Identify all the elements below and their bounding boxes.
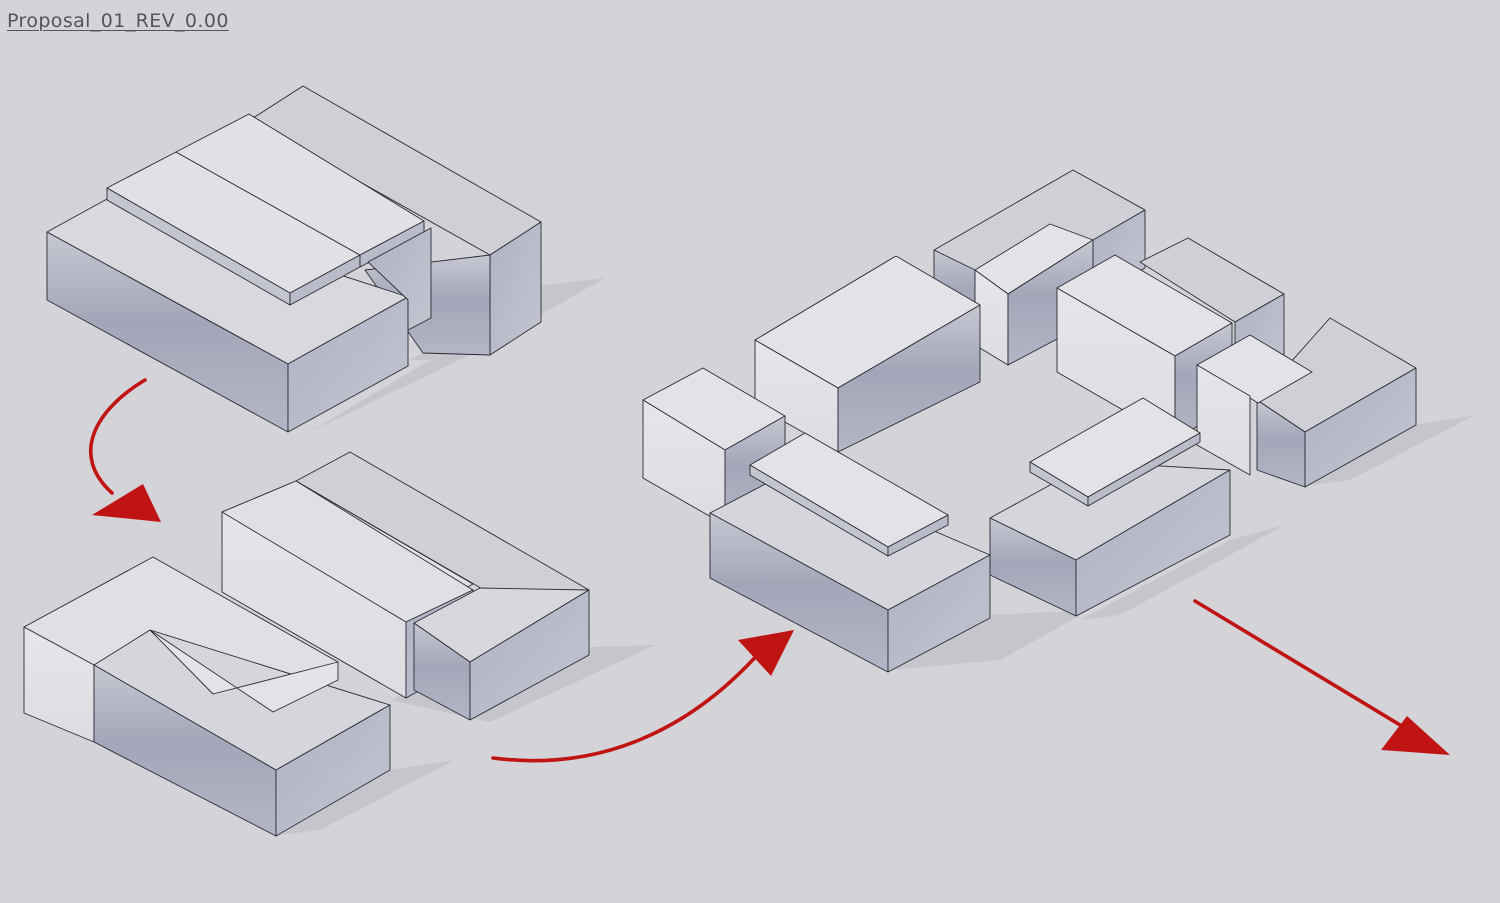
- ground-shadow: [1310, 415, 1475, 485]
- roof-slab: [106, 151, 361, 306]
- drawing-title: Proposal_01_REV_0.00: [7, 10, 229, 32]
- ground-shadow: [280, 760, 455, 835]
- block-wall: [1075, 469, 1231, 617]
- arrow-shaft: [89, 378, 147, 495]
- slab-edge: [1087, 432, 1201, 507]
- process-arrow: [491, 630, 794, 763]
- roof-slab: [749, 432, 949, 557]
- ground-shadow: [890, 610, 1090, 670]
- roof-slab: [175, 113, 425, 268]
- arrow-head: [92, 484, 161, 522]
- block-wall: [887, 554, 991, 673]
- roof-slab: [149, 629, 339, 713]
- process-arrow: [1193, 599, 1450, 755]
- block-wall: [1196, 364, 1251, 476]
- massing-block: [989, 461, 1231, 617]
- block-wall: [275, 704, 391, 837]
- arrow-shaft: [491, 650, 762, 763]
- arrow-head: [1381, 716, 1450, 755]
- slab-edge: [887, 514, 949, 557]
- block-wall: [287, 296, 409, 433]
- process-arrow: [89, 378, 161, 522]
- massing-block: [413, 587, 590, 721]
- roof-slab: [1029, 397, 1201, 507]
- massing-block: [1196, 334, 1313, 476]
- arrow-shaft: [1193, 599, 1407, 730]
- block-wall: [469, 589, 590, 721]
- slab-top: [149, 629, 339, 713]
- stage-courtyard-massing: [642, 169, 1475, 673]
- massing-block: [1256, 317, 1417, 488]
- massing-block: [709, 469, 991, 673]
- block-wall: [367, 227, 432, 331]
- massing-block: [974, 223, 1094, 366]
- block-wall: [1304, 367, 1417, 488]
- stage-split-massing: [23, 451, 655, 837]
- stage-initial-massing: [46, 85, 605, 433]
- ground-shadow: [1080, 525, 1285, 620]
- massing-block: [754, 255, 981, 453]
- block-wall: [837, 304, 981, 453]
- massing-block: [93, 629, 391, 837]
- arrow-head: [738, 630, 794, 676]
